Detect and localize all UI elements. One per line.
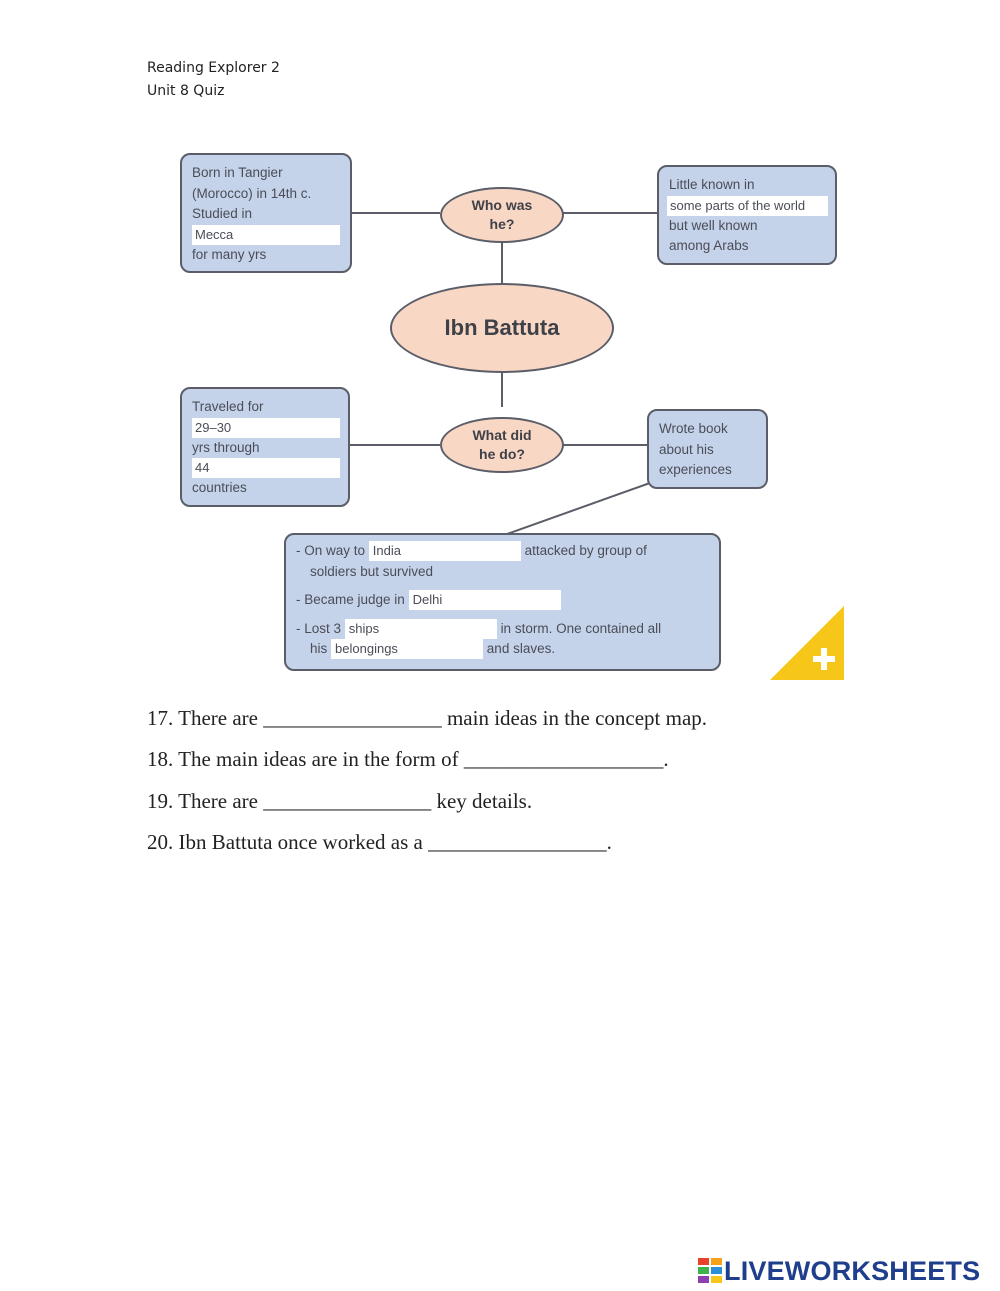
born-box: Born in Tangier (Morocco) in 14th c. Stu… [180, 153, 352, 273]
header-subtitle: Unit 8 Quiz [147, 83, 225, 99]
born-line1: Born in Tangier [192, 165, 283, 180]
detail1-suffix: attacked by group of [524, 543, 647, 558]
book-line2: about his [659, 441, 714, 457]
concept-map: Born in Tangier (Morocco) in 14th c. Stu… [170, 145, 845, 685]
detail3b-prefix: his [310, 641, 328, 656]
traveled-line1: Traveled for [192, 399, 264, 414]
brand-text: LIVEWORKSHEETS [724, 1255, 981, 1286]
book-box: Wrote book about his experiences [647, 409, 768, 489]
traveled-line3: countries [192, 480, 247, 495]
known-box: Little known in some parts of the world … [657, 165, 837, 265]
who-line2: he? [489, 216, 515, 232]
known-line3: among Arabs [669, 238, 749, 253]
liveworksheets-logo-icon [698, 1258, 722, 1283]
question-17: 17. There are _________________ main ide… [147, 706, 708, 730]
detail3b-suffix: and slaves. [486, 641, 556, 656]
answer-field-parts-of-world[interactable]: some parts of the world [667, 195, 828, 216]
answer-field-mecca[interactable]: Mecca [192, 224, 340, 245]
born-line2: (Morocco) in 14th c. [192, 185, 312, 201]
answer-field-years[interactable]: 29–30 [192, 417, 340, 438]
center-title: Ibn Battuta [444, 315, 560, 340]
who-was-he-oval: Who was he? [440, 187, 564, 243]
born-line3: Studied in [192, 206, 253, 221]
traveled-line2: yrs through [192, 439, 260, 455]
what-line1: What did [472, 427, 532, 443]
answer-field-india[interactable]: India [368, 541, 521, 562]
answer-field-countries[interactable]: 44 [192, 458, 340, 478]
born-line4: for many yrs [192, 246, 267, 262]
known-line1: Little known in [669, 177, 755, 192]
answer-field-belongings[interactable]: belongings [331, 639, 484, 660]
detail3-prefix: - Lost 3 [296, 620, 342, 636]
question-20: 20. Ibn Battuta once worked as a _______… [147, 830, 612, 854]
known-line2: but well known [669, 217, 758, 233]
detail1-line2: soldiers but survived [310, 563, 434, 579]
detail1-prefix: - On way to [296, 543, 366, 558]
question-18: 18. The main ideas are in the form of __… [147, 747, 669, 771]
connector-lines [348, 212, 657, 535]
book-line1: Wrote book [659, 421, 728, 436]
plus-icon [770, 606, 844, 680]
liveworksheets-brand: LIVEWORKSHEETS [698, 1256, 980, 1286]
header-title: Reading Explorer 2 [147, 60, 280, 76]
answer-field-ships[interactable]: ships [344, 618, 497, 639]
who-line1: Who was [471, 197, 533, 213]
center-ibn-battuta-oval: Ibn Battuta [390, 283, 614, 373]
detail3-suffix: in storm. One contained all [500, 620, 662, 636]
traveled-box: Traveled for 29–30 yrs through 44 countr… [180, 387, 350, 507]
what-did-he-do-oval: What did he do? [440, 417, 564, 473]
question-19: 19. There are ________________ key detai… [147, 789, 533, 813]
detail2-prefix: - Became judge in [296, 592, 405, 607]
what-line2: he do? [479, 446, 525, 462]
details-box: - On way to India attacked by group of s… [284, 533, 721, 671]
answer-field-delhi[interactable]: Delhi [408, 590, 561, 611]
book-line3: experiences [659, 462, 732, 477]
